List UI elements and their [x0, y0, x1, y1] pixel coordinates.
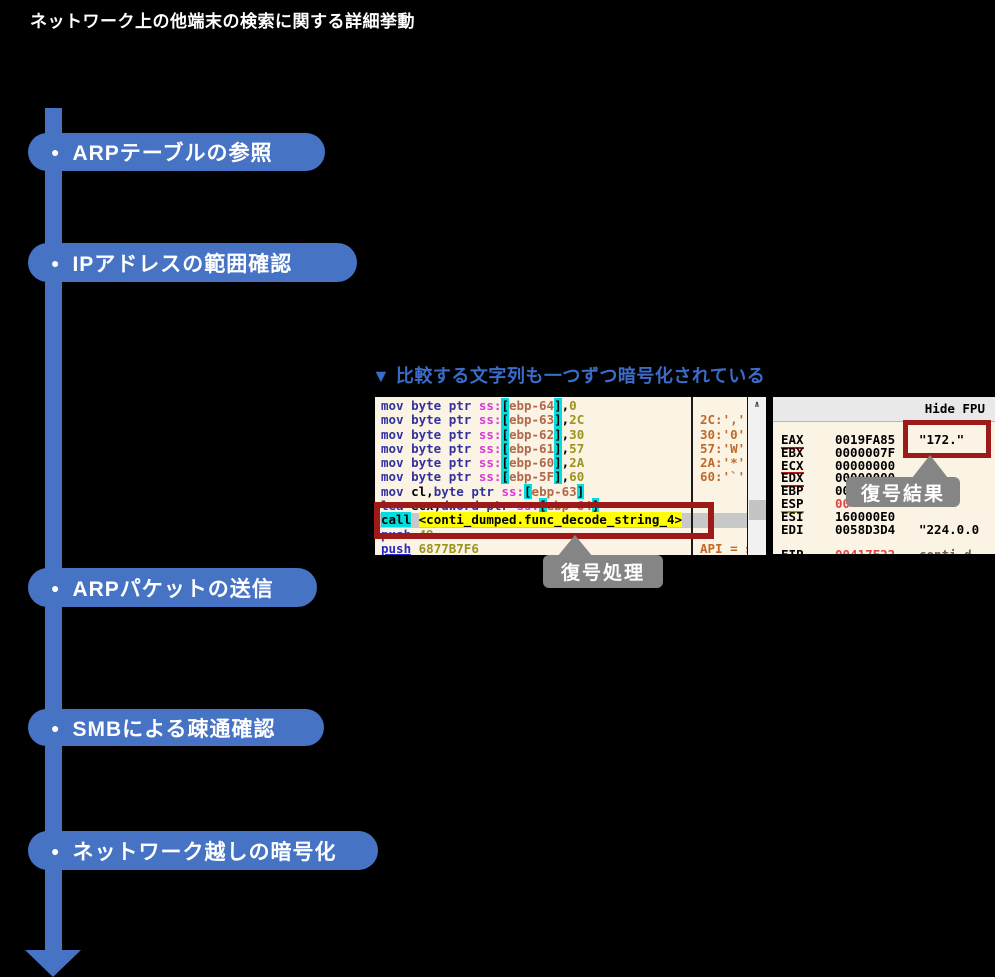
- timeline-item-label: SMBによる疎通確認: [72, 717, 276, 741]
- bullet-icon: ●: [51, 144, 60, 160]
- annotation-box-call: [374, 502, 714, 539]
- asm-comment: 2C:',': [700, 412, 746, 428]
- timeline-arrowhead-icon: [25, 950, 81, 977]
- bullet-icon: ●: [51, 254, 60, 271]
- scrollbar-thumb[interactable]: [749, 500, 766, 520]
- timeline-item-label: IPアドレスの範囲確認: [72, 252, 293, 276]
- bullet-icon: ●: [51, 719, 60, 736]
- timeline-item-smb-check: ● SMBによる疎通確認: [28, 709, 324, 746]
- decode-result-bubble: 復号結果: [846, 477, 960, 507]
- register-comment: conti_d: [919, 547, 972, 556]
- callout-pointer-icon: [557, 535, 593, 557]
- timeline-item-label: ARPパケットの送信: [72, 577, 274, 601]
- timeline-item-ip-range: ● IPアドレスの範囲確認: [28, 243, 357, 282]
- asm-comment: 57:'W': [700, 440, 746, 456]
- asm-row[interactable]: mov byte ptr ss:[ebp-64],0: [381, 398, 577, 413]
- timeline-item-label: ネットワーク越しの暗号化: [72, 840, 337, 864]
- timeline-bar: [45, 108, 62, 952]
- asm-row[interactable]: call <conti_dumped.func_decode_string_4>: [375, 512, 747, 528]
- timeline-item-network-encrypt: ● ネットワーク越しの暗号化: [28, 831, 378, 870]
- asm-comment: API = s: [700, 540, 753, 556]
- register-comment: "172.": [919, 432, 965, 447]
- timeline-item-label: ARPテーブルの参照: [72, 142, 273, 165]
- asm-comment: 60:'`': [700, 469, 746, 485]
- scroll-up-icon[interactable]: ∧: [754, 400, 760, 410]
- asm-comment: 2A:'*': [700, 455, 746, 471]
- callout-heading: ▼ 比較する文字列も一つずつ暗号化されている: [372, 366, 766, 386]
- timeline-item-arp-packet: ● ARPパケットの送信: [28, 568, 317, 607]
- callout-pointer-icon: [912, 455, 948, 478]
- register-comment: "224.0.0: [919, 521, 980, 537]
- asm-scrollbar[interactable]: ∧: [747, 397, 766, 555]
- annotation-box-result: [903, 420, 991, 458]
- asm-comment: 30:'0': [700, 426, 746, 442]
- asm-row[interactable]: mov cl,byte ptr ss:[ebp-63]: [381, 483, 585, 499]
- bullet-icon: ●: [51, 579, 60, 596]
- comment-column-divider: [691, 397, 693, 555]
- timeline-item-arp-table: ● ARPテーブルの参照: [28, 133, 325, 171]
- page-title: ネットワーク上の他端末の検索に関する詳細挙動: [30, 12, 415, 31]
- hide-fpu-button[interactable]: Hide FPU: [773, 397, 995, 422]
- decode-process-bubble: 復号処理: [543, 555, 663, 588]
- bullet-icon: ●: [51, 842, 60, 859]
